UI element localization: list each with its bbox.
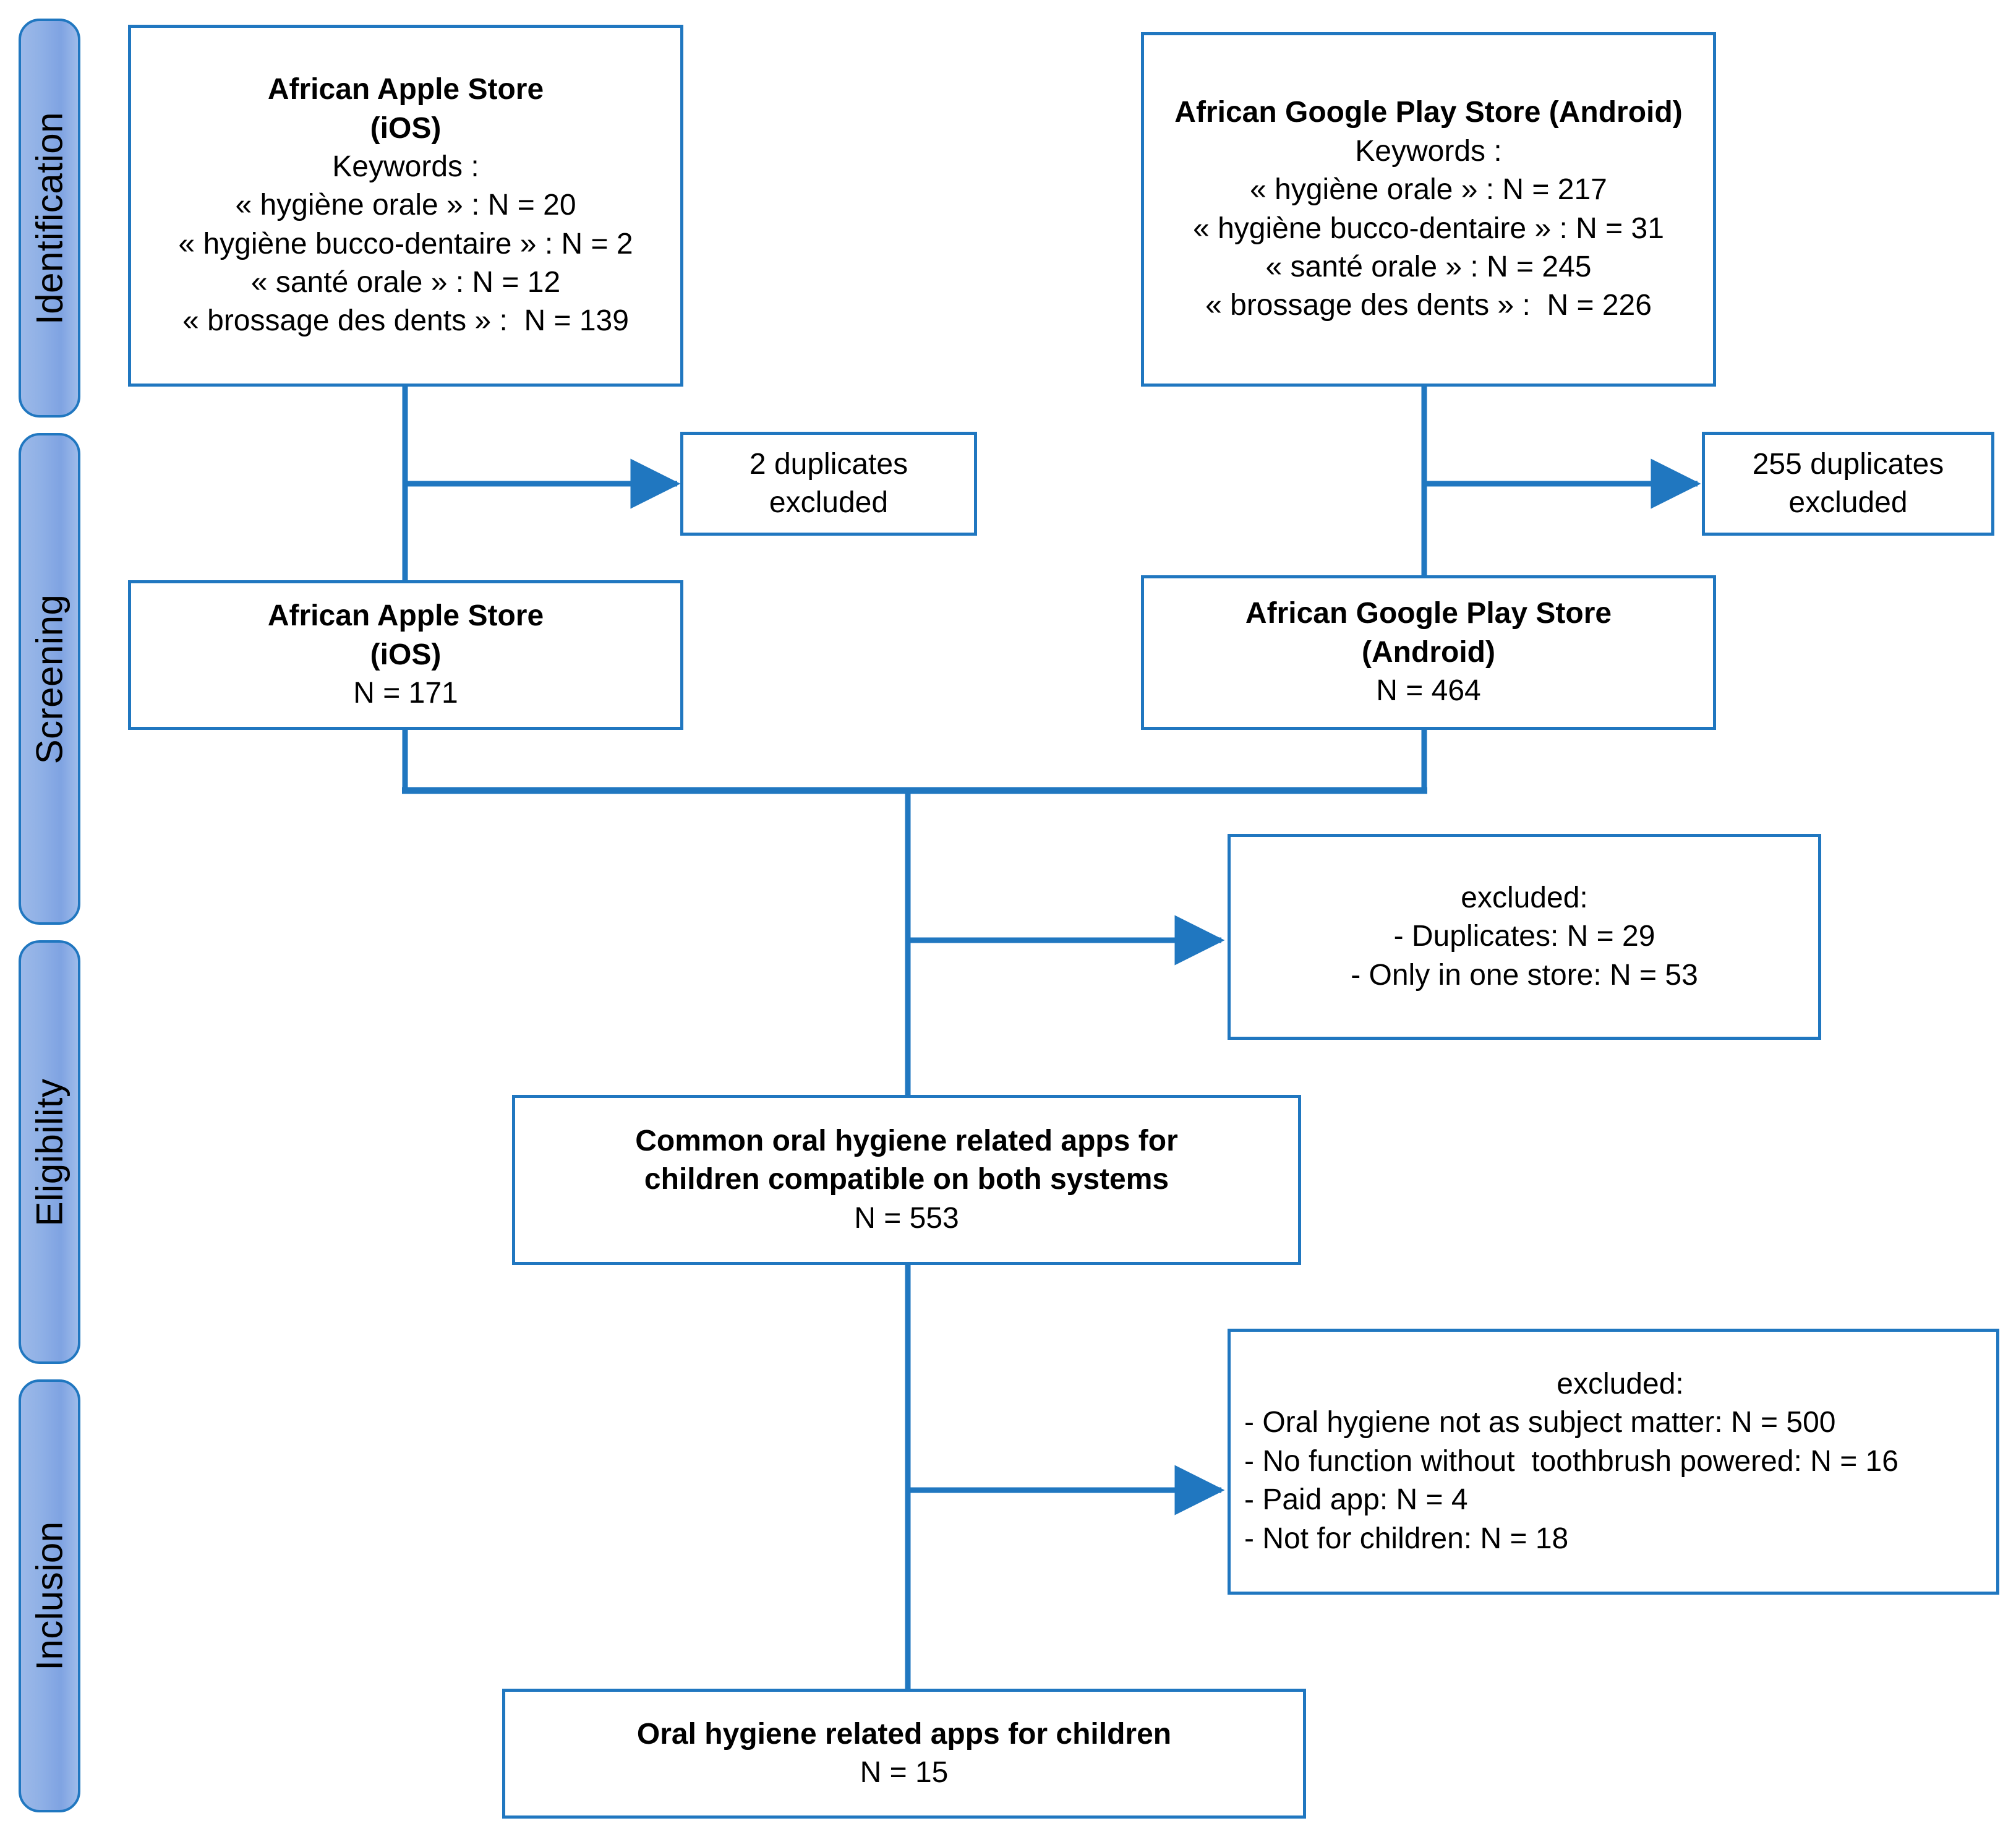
box-android-screening-line-2: (Android) bbox=[1362, 635, 1495, 669]
box-ios-identification-line-6: « santé orale » : N = 12 bbox=[250, 266, 561, 299]
box-inclusion-excluded-line-3: - No function without toothbrush powered… bbox=[1244, 1444, 1899, 1478]
box-android-duplicates-excluded[interactable]: 255 duplicates excluded bbox=[1702, 432, 1994, 536]
box-ios-duplicates-excluded[interactable]: 2 duplicates excluded bbox=[680, 432, 977, 536]
box-inclusion-excluded-line-1: excluded: bbox=[1557, 1368, 1684, 1401]
box-eligibility-excluded[interactable]: excluded: - Duplicates: N = 29 - Only in… bbox=[1228, 834, 1821, 1040]
box-inclusion-excluded-line-2: - Oral hygiene not as subject matter: N … bbox=[1244, 1406, 1836, 1439]
box-eligibility-excluded-line-3: - Only in one store: N = 53 bbox=[1351, 958, 1698, 992]
box-common-apps[interactable]: Common oral hygiene related apps for chi… bbox=[512, 1095, 1301, 1265]
box-ios-identification-line-3: Keywords : bbox=[332, 150, 479, 183]
stage-tab-eligibility-label: Eligibility bbox=[28, 1078, 70, 1226]
box-ios-identification-line-1: African Apple Store bbox=[267, 73, 544, 106]
box-android-duplicates-line-2: excluded bbox=[1788, 486, 1908, 519]
box-inclusion-excluded-line-5: - Not for children: N = 18 bbox=[1244, 1522, 1569, 1555]
box-eligibility-excluded-line-1: excluded: bbox=[1461, 881, 1588, 914]
stage-tab-inclusion[interactable]: Inclusion bbox=[19, 1379, 80, 1812]
stage-tab-screening-label: Screening bbox=[28, 594, 70, 764]
box-android-identification-line-2: Keywords : bbox=[1355, 134, 1502, 168]
box-ios-identification-line-7: « brossage des dents » : N = 139 bbox=[182, 304, 629, 338]
box-common-apps-line-1: Common oral hygiene related apps for bbox=[635, 1124, 1178, 1157]
box-final-included-line-1: Oral hygiene related apps for children bbox=[636, 1717, 1172, 1751]
box-common-apps-line-3: N = 553 bbox=[854, 1201, 959, 1235]
stage-tab-identification-label: Identification bbox=[28, 111, 70, 325]
box-android-identification-line-1: African Google Play Store (Android) bbox=[1174, 96, 1683, 129]
box-common-apps-line-2: children compatible on both systems bbox=[644, 1163, 1169, 1196]
box-ios-identification[interactable]: African Apple Store (iOS) Keywords : « h… bbox=[128, 25, 683, 387]
stage-tab-screening[interactable]: Screening bbox=[19, 433, 80, 925]
box-android-duplicates-line-1: 255 duplicates bbox=[1752, 447, 1944, 481]
box-inclusion-excluded-line-4: - Paid app: N = 4 bbox=[1244, 1483, 1468, 1517]
box-android-screening-line-3: N = 464 bbox=[1376, 674, 1481, 708]
stage-tab-identification[interactable]: Identification bbox=[19, 19, 80, 418]
box-final-included-line-2: N = 15 bbox=[860, 1756, 949, 1789]
box-ios-identification-line-5: « hygiène bucco-dentaire » : N = 2 bbox=[178, 227, 633, 260]
box-ios-screening-line-1: African Apple Store bbox=[267, 599, 544, 633]
box-ios-screening-line-3: N = 171 bbox=[353, 677, 458, 710]
stage-tab-eligibility[interactable]: Eligibility bbox=[19, 940, 80, 1364]
box-ios-screening-line-2: (iOS) bbox=[370, 638, 442, 671]
stage-tab-inclusion-label: Inclusion bbox=[28, 1521, 70, 1671]
box-android-screening-line-1: African Google Play Store bbox=[1245, 597, 1612, 630]
box-android-identification-line-3: « hygiène orale » : N = 217 bbox=[1250, 173, 1607, 207]
box-ios-identification-line-4: « hygiène orale » : N = 20 bbox=[235, 189, 576, 222]
box-android-identification[interactable]: African Google Play Store (Android) Keyw… bbox=[1141, 32, 1716, 387]
box-android-screening[interactable]: African Google Play Store (Android) N = … bbox=[1141, 575, 1716, 730]
box-eligibility-excluded-line-2: - Duplicates: N = 29 bbox=[1393, 920, 1655, 953]
box-ios-duplicates-line-1: 2 duplicates bbox=[749, 447, 908, 481]
box-android-identification-line-4: « hygiène bucco-dentaire » : N = 31 bbox=[1193, 212, 1664, 245]
box-ios-screening[interactable]: African Apple Store (iOS) N = 171 bbox=[128, 580, 683, 730]
box-android-identification-line-5: « santé orale » : N = 245 bbox=[1265, 250, 1592, 283]
box-ios-identification-line-2: (iOS) bbox=[370, 111, 442, 145]
box-android-identification-line-6: « brossage des dents » : N = 226 bbox=[1205, 289, 1652, 322]
box-final-included[interactable]: Oral hygiene related apps for children N… bbox=[502, 1689, 1306, 1819]
box-inclusion-excluded[interactable]: excluded: - Oral hygiene not as subject … bbox=[1228, 1329, 1999, 1595]
box-ios-duplicates-line-2: excluded bbox=[769, 486, 889, 519]
